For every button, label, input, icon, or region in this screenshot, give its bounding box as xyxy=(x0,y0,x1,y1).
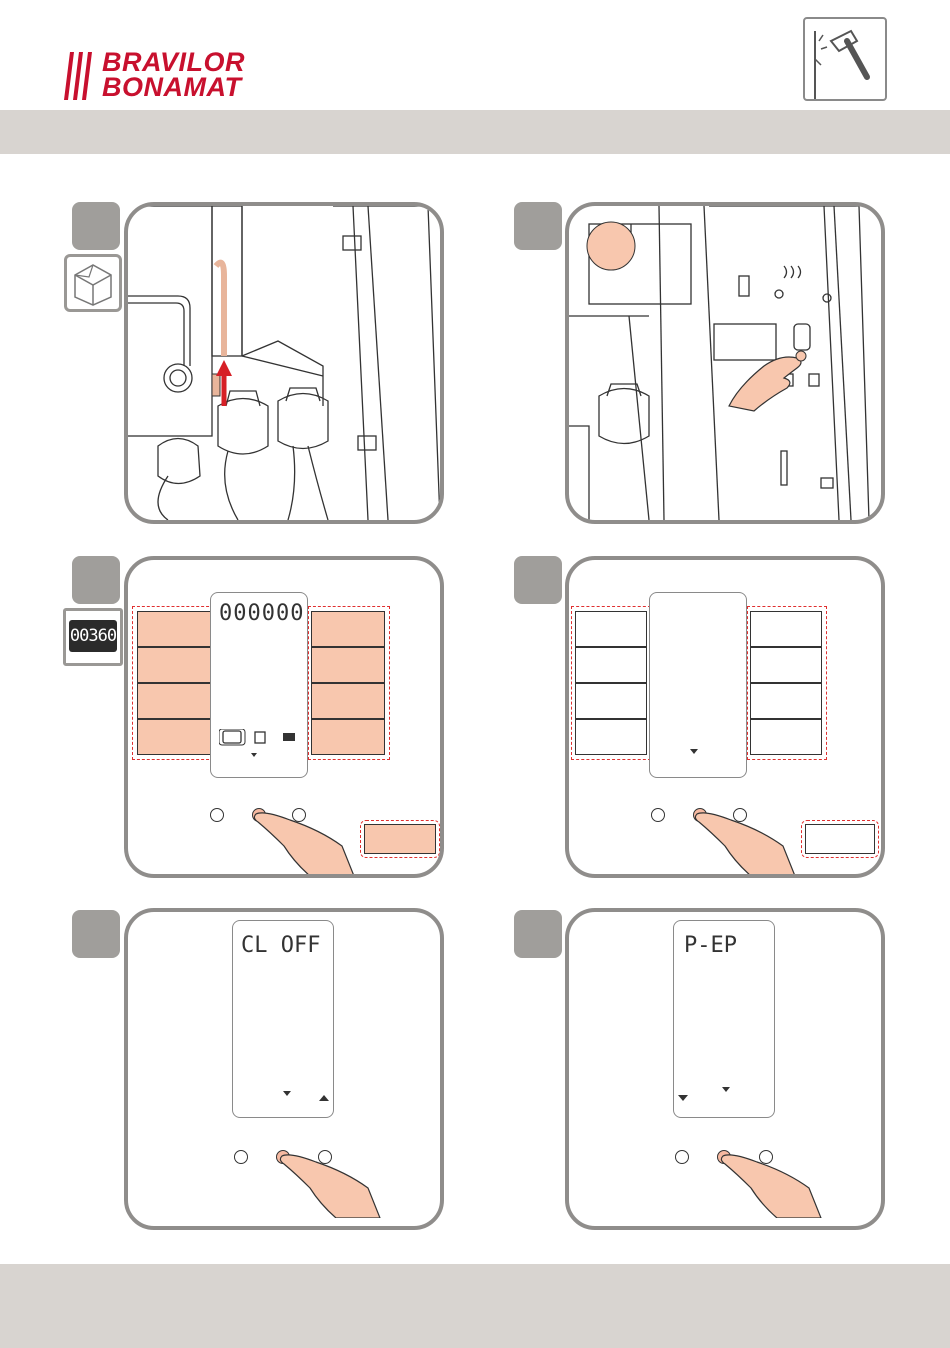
pressing-hand-icon xyxy=(717,1148,827,1218)
step-1-panel xyxy=(124,202,444,524)
key-right-2[interactable] xyxy=(750,647,822,683)
brand-name: BRAVILOR BONAMAT xyxy=(102,50,245,100)
display-text: 000000 xyxy=(219,601,304,626)
bottom-band xyxy=(0,1264,950,1348)
down-arrow-icon xyxy=(281,1089,293,1099)
key-left-4[interactable] xyxy=(575,719,647,755)
counter-readout: 00360 xyxy=(69,620,117,652)
key-left-3[interactable] xyxy=(575,683,647,719)
pressing-hand-icon xyxy=(691,806,801,876)
left-key-group xyxy=(132,606,214,760)
left-key-group xyxy=(571,606,651,760)
machine-interior-illustration xyxy=(128,206,440,520)
down-arrow-filled-icon xyxy=(676,1093,690,1103)
key-right-4[interactable] xyxy=(750,719,822,755)
lcd-display xyxy=(649,592,747,778)
brand-line-2: BONAMAT xyxy=(102,75,245,100)
display-text: P-EP xyxy=(684,933,737,958)
step-badge-6 xyxy=(514,910,562,958)
step-badge-4 xyxy=(514,556,562,604)
pill-key[interactable] xyxy=(805,824,875,854)
key-left-1[interactable] xyxy=(137,611,211,647)
round-button-left[interactable] xyxy=(651,808,665,822)
lcd-display: CL OFF xyxy=(232,920,334,1118)
down-arrow-icon xyxy=(688,747,700,757)
pill-key[interactable] xyxy=(364,824,436,854)
right-key-group xyxy=(308,606,390,760)
machine-side-illustration xyxy=(569,206,881,520)
lcd-display: 000000 xyxy=(210,592,308,778)
lcd-display: P-EP xyxy=(673,920,775,1118)
cup-icons xyxy=(219,729,301,759)
right-key-group xyxy=(747,606,827,760)
round-button-left[interactable] xyxy=(210,808,224,822)
display-text: CL OFF xyxy=(241,933,320,958)
box-icon xyxy=(64,254,122,312)
key-left-4[interactable] xyxy=(137,719,211,755)
up-arrow-icon xyxy=(317,1093,331,1103)
key-right-3[interactable] xyxy=(750,683,822,719)
key-right-4[interactable] xyxy=(311,719,385,755)
hammer-icon xyxy=(803,17,887,101)
step-2-panel xyxy=(565,202,885,524)
key-right-1[interactable] xyxy=(750,611,822,647)
round-button-left[interactable] xyxy=(675,1150,689,1164)
key-left-2[interactable] xyxy=(575,647,647,683)
key-right-2[interactable] xyxy=(311,647,385,683)
counter-icon: 00360 xyxy=(63,608,123,666)
key-right-3[interactable] xyxy=(311,683,385,719)
step-badge-5 xyxy=(72,910,120,958)
logo-stripes-icon xyxy=(62,50,98,102)
key-left-3[interactable] xyxy=(137,683,211,719)
highlighted-pill xyxy=(360,820,440,858)
step-badge-1 xyxy=(72,202,120,250)
top-band xyxy=(0,110,950,154)
step-5-panel: CL OFF xyxy=(124,908,444,1230)
step-6-panel: P-EP xyxy=(565,908,885,1230)
key-left-1[interactable] xyxy=(575,611,647,647)
step-4-panel xyxy=(565,556,885,878)
key-right-1[interactable] xyxy=(311,611,385,647)
round-button-left[interactable] xyxy=(234,1150,248,1164)
step-badge-3 xyxy=(72,556,120,604)
key-left-2[interactable] xyxy=(137,647,211,683)
pressing-hand-icon xyxy=(250,806,360,876)
brand-logo: BRAVILOR BONAMAT xyxy=(62,50,262,102)
step-badge-2 xyxy=(514,202,562,250)
step-3-panel: 000000 xyxy=(124,556,444,878)
down-arrow-icon xyxy=(720,1085,732,1095)
pressing-hand-icon xyxy=(276,1148,386,1218)
highlighted-pill xyxy=(801,820,879,858)
